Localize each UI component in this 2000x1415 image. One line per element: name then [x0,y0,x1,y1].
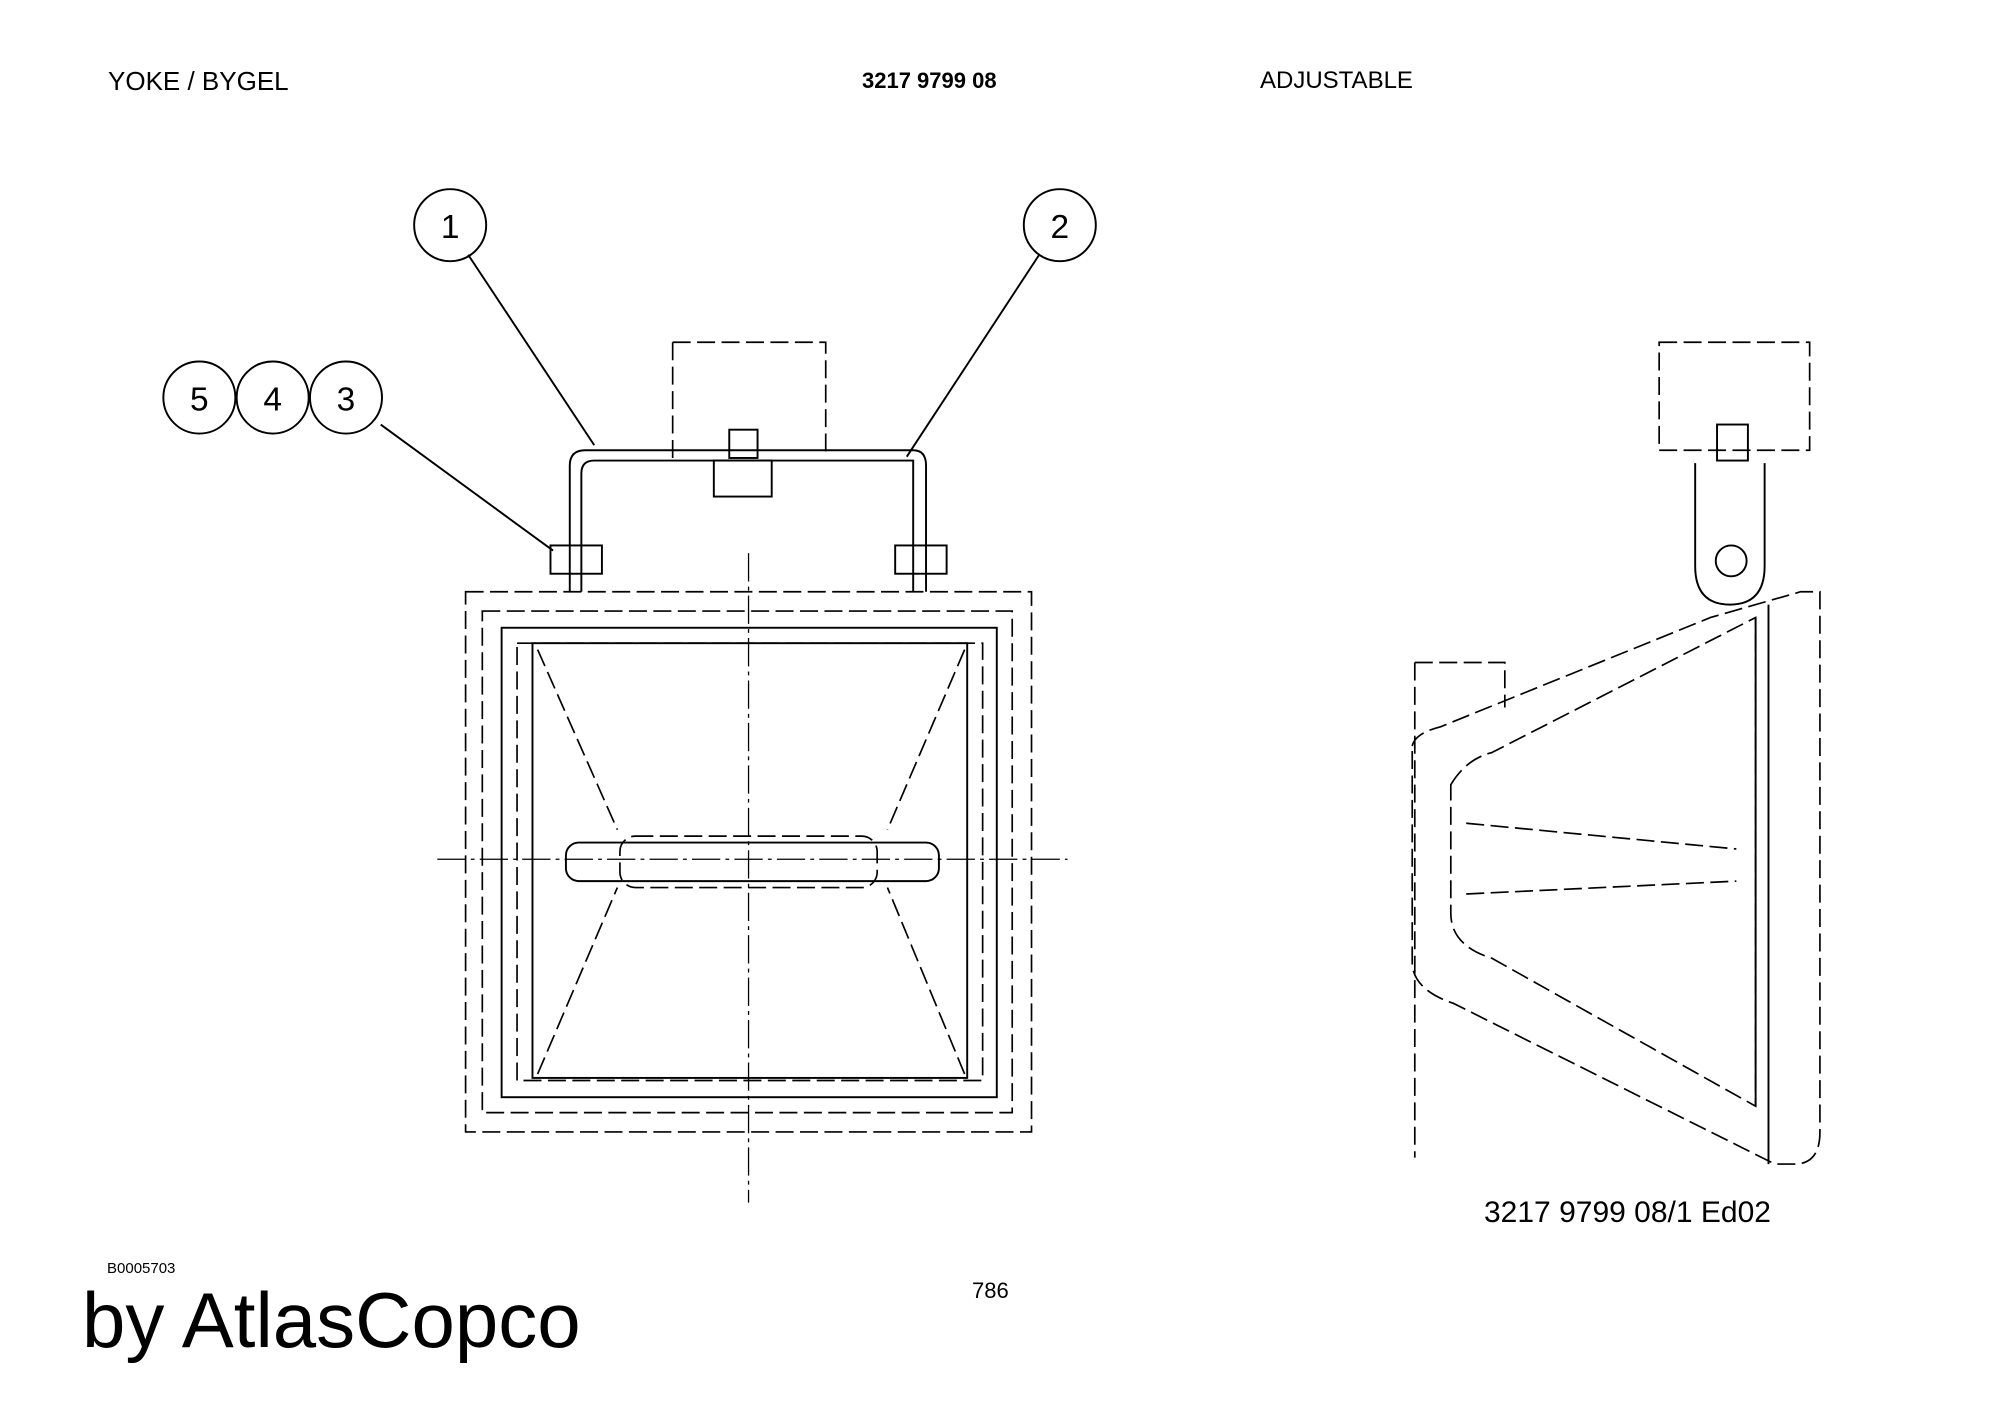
balloon-label: 1 [441,209,460,246]
item-balloon-3: 3 [309,360,383,435]
image-id: B0005703 [107,1260,176,1277]
drawing-reference: 3217 9799 08/1 Ed02 [1484,1196,1771,1229]
item-balloon-4: 4 [235,360,310,435]
balloon-label: 3 [337,381,356,418]
page-number: 786 [972,1278,1009,1303]
item-balloon-2: 2 [1022,188,1097,263]
balloon-label: 4 [263,381,282,418]
drawing-title: YOKE / BYGEL [108,66,289,96]
side-view [1411,341,1821,1165]
item-balloon-5: 5 [162,360,237,435]
leader-lines [380,254,1041,552]
front-view [437,341,1068,1203]
balloon-label: 2 [1051,209,1070,246]
balloon-label: 5 [190,381,209,418]
variant-label: ADJUSTABLE [1260,67,1413,94]
part-number: 3217 9799 08 [862,68,997,93]
item-balloon-1: 1 [413,188,488,263]
brand-watermark: by AtlasCopco [82,1276,581,1364]
